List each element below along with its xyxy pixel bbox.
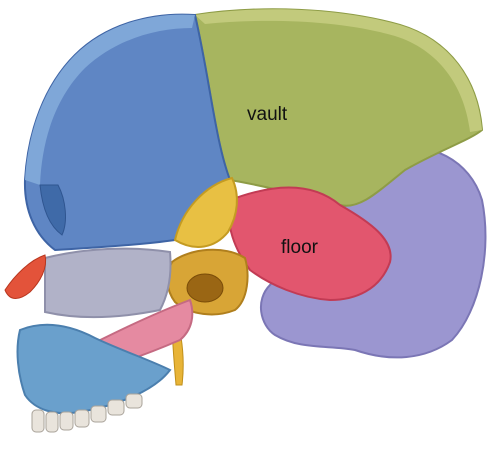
- floor-label: floor: [281, 237, 318, 258]
- vault-label: vault: [247, 104, 288, 125]
- ear-canal: [186, 273, 224, 303]
- ethmoid-bone: [44, 247, 172, 319]
- nasal-bone: [4, 254, 47, 299]
- parietal-rim: [195, 9, 482, 133]
- teeth: [31, 393, 143, 433]
- sphenoid-bone: [173, 176, 238, 248]
- frontal-rim: [25, 14, 195, 185]
- frontal-sinus: [39, 184, 66, 236]
- temporal-bone: [227, 186, 392, 302]
